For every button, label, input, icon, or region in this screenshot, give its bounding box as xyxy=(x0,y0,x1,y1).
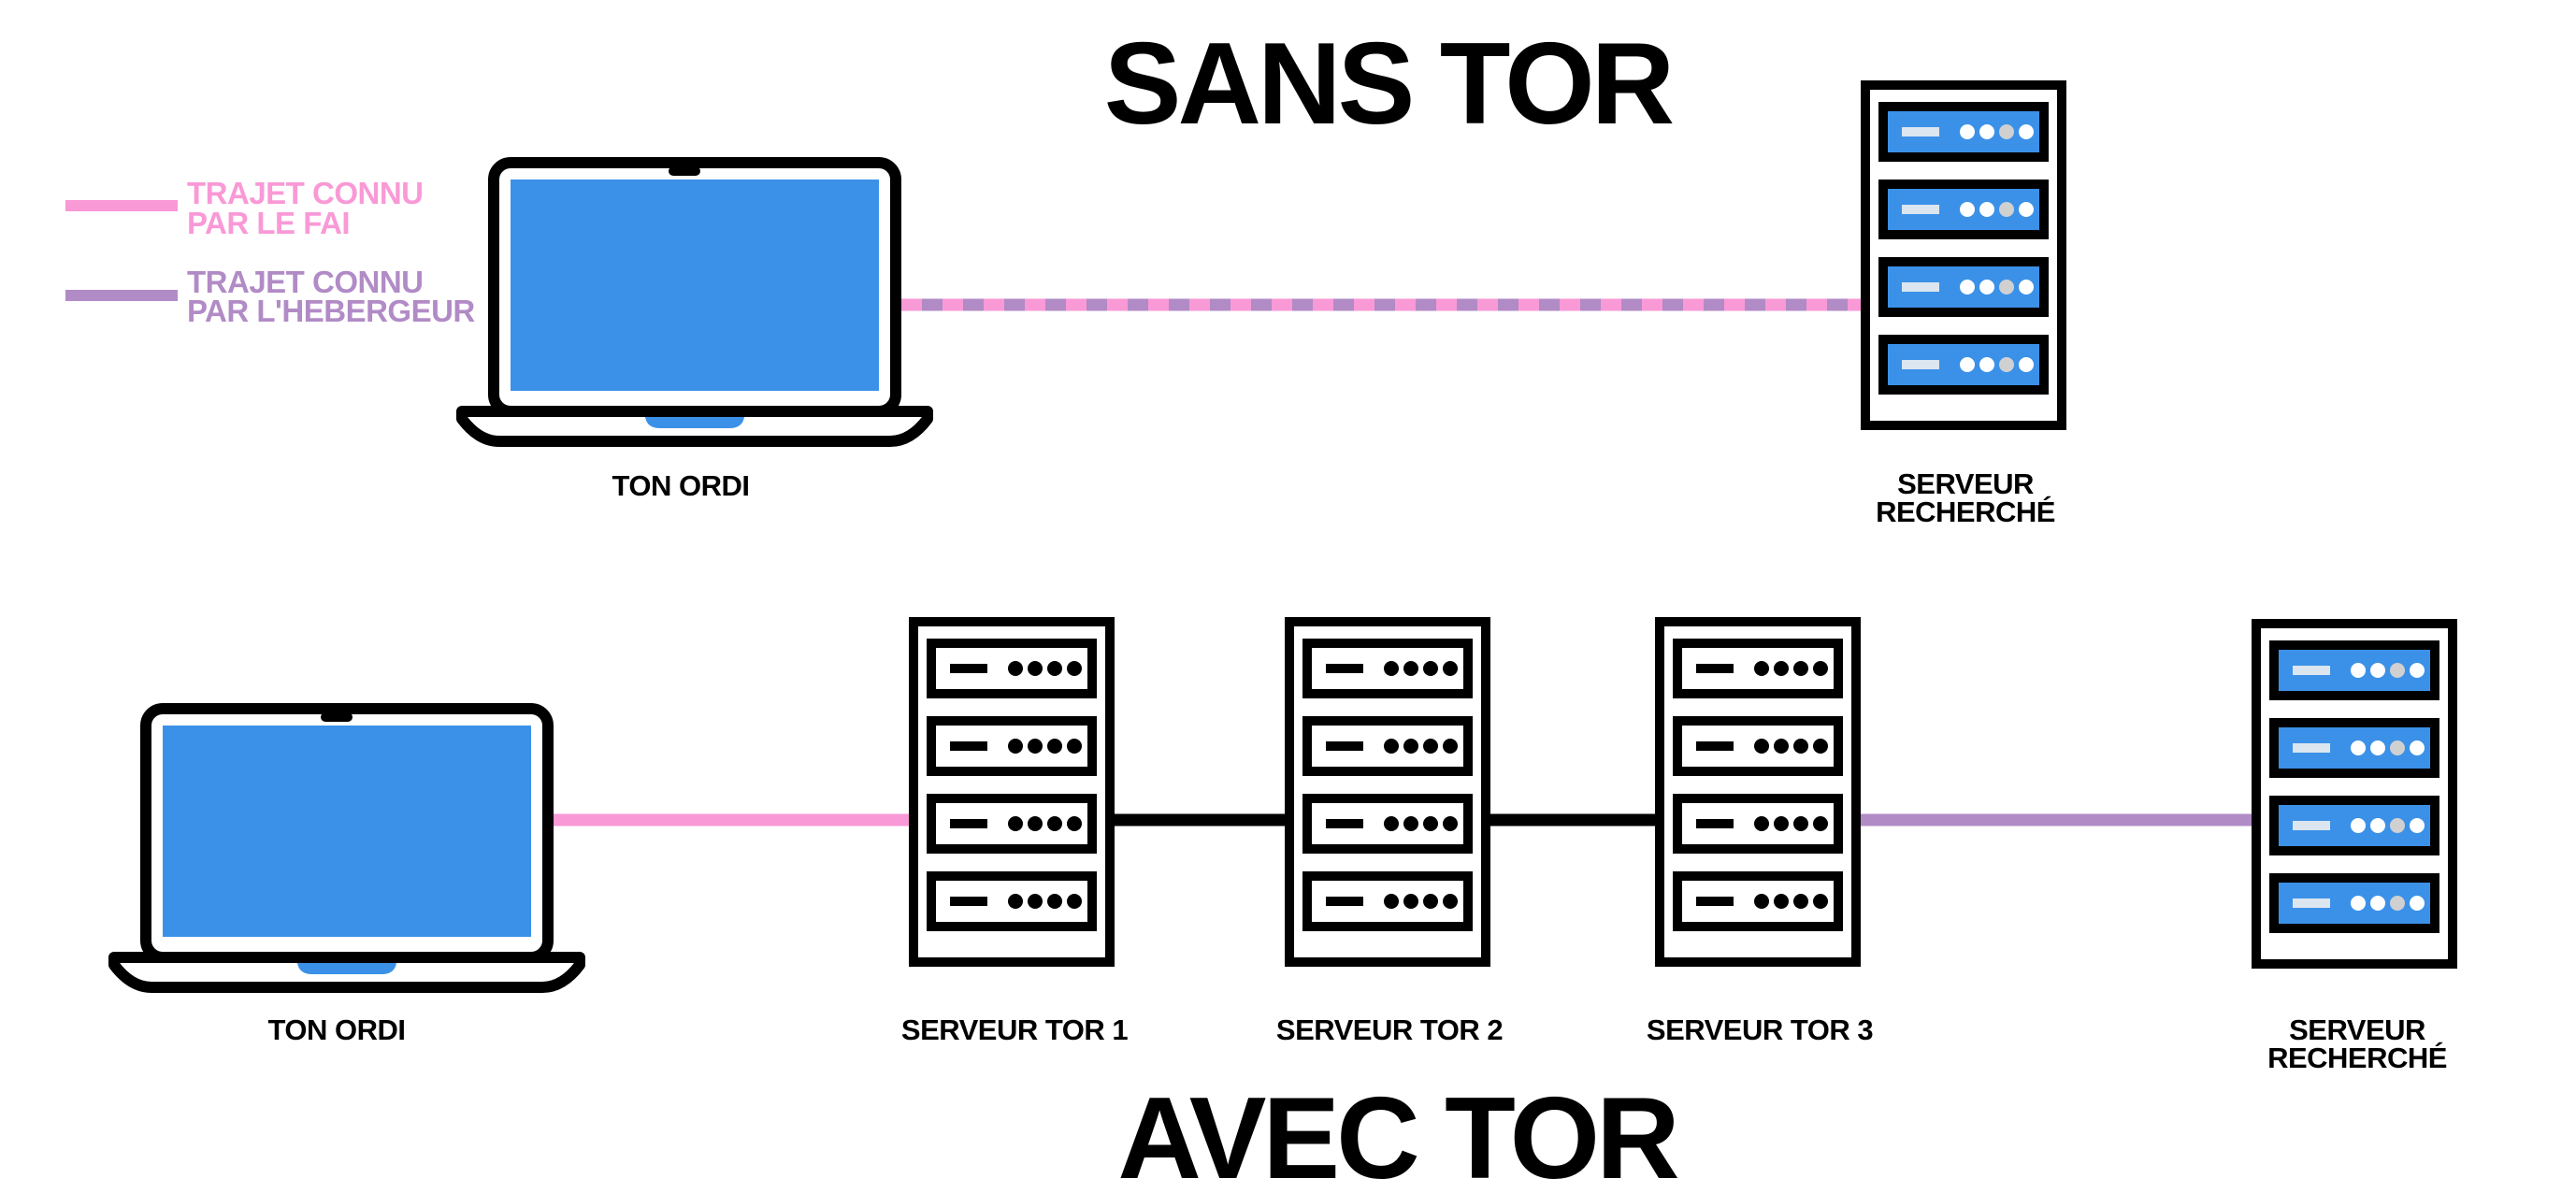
tor-server-1-label: SERVEUR TOR 1 xyxy=(901,1013,1128,1046)
tor-server-3-label: SERVEUR TOR 3 xyxy=(1647,1013,1873,1046)
bottom-laptop-icon xyxy=(114,709,580,987)
legend-hebergeur-line2: PAR L'HEBERGEUR xyxy=(187,294,475,328)
tor-server-2-icon xyxy=(1289,622,1486,962)
tor-server-2-label: SERVEUR TOR 2 xyxy=(1276,1013,1503,1046)
legend-hebergeur-swatch xyxy=(65,290,178,301)
legend: TRAJET CONNU PAR LE FAI TRAJET CONNU PAR… xyxy=(65,176,476,328)
bottom-computer-label: TON ORDI xyxy=(268,1013,406,1046)
legend-fai-line1: TRAJET CONNU xyxy=(187,176,424,210)
top-laptop-icon xyxy=(462,163,928,441)
title-avec-tor: AVEC TOR xyxy=(1117,1074,1677,1193)
tor-server-1-icon xyxy=(914,622,1110,962)
top-server-label-line2: RECHERCHÉ xyxy=(1876,496,2055,528)
bottom-server-label-line2: RECHERCHÉ xyxy=(2267,1042,2447,1074)
top-target-server-icon xyxy=(1865,85,2062,425)
legend-fai-swatch xyxy=(65,200,178,211)
title-sans-tor: SANS TOR xyxy=(1104,20,1673,149)
top-server-label-line1: SERVEUR xyxy=(1897,467,2034,500)
bottom-target-server-icon xyxy=(2256,624,2453,964)
tor-server-3-icon xyxy=(1660,622,1856,962)
legend-fai-line2: PAR LE FAI xyxy=(187,206,350,240)
bottom-server-label-line1: SERVEUR xyxy=(2289,1013,2425,1046)
top-computer-label: TON ORDI xyxy=(612,469,750,502)
legend-hebergeur-line1: TRAJET CONNU xyxy=(187,265,424,299)
